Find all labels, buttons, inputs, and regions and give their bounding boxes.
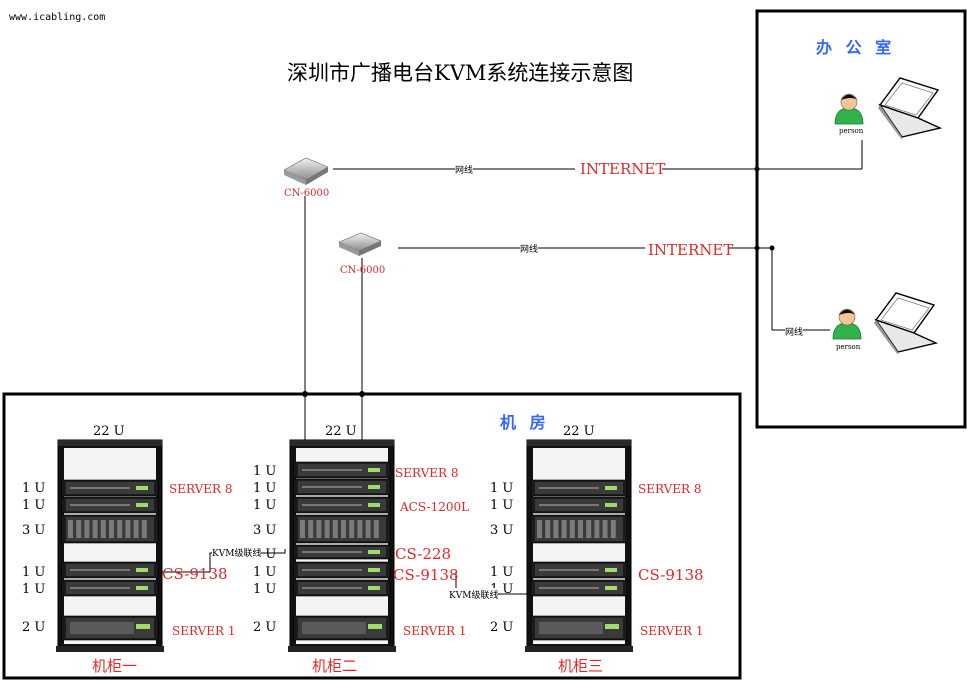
cabinet-1-device: CS-9138: [162, 565, 228, 583]
office-box: [755, 9, 967, 429]
cabinet-3-device: SERVER 1: [640, 624, 704, 638]
cascade-label-2: KVM级联线: [449, 588, 499, 601]
cabinet-2-device: CS-228: [395, 545, 452, 563]
rack-cabinet-1: [56, 439, 164, 652]
rack-device: [293, 579, 391, 597]
cabinet-1-device: SERVER 8: [169, 482, 233, 496]
rack-device: [530, 479, 628, 497]
cabinet-2-unit: 1 U: [253, 498, 277, 513]
cabinet-3-device: CS-9138: [638, 566, 704, 584]
rack-device: [530, 615, 628, 641]
cabinet-1-unit: 2 U: [22, 620, 46, 635]
cabinet-3-device: SERVER 8: [638, 482, 702, 496]
cabinet-3-unit: 1 U: [490, 498, 514, 513]
cabinet-2-unit: 1 U: [253, 464, 277, 479]
cabinet-1-unit: 1 U: [22, 481, 46, 496]
rack-device: [293, 478, 391, 496]
rack-device: [61, 514, 159, 544]
rack-device: [530, 514, 628, 544]
rack-device: [61, 496, 159, 514]
machine-room-box: [2, 392, 742, 680]
rack-device: [530, 579, 628, 597]
rack-device: [293, 496, 391, 514]
cable-label-3: 网线: [785, 325, 804, 338]
cabinet-3-unit: 3 U: [490, 523, 514, 538]
cabinet-3-unit: 1 U: [490, 481, 514, 496]
laptop-2: [874, 292, 939, 355]
cable-label-1: 网线: [455, 163, 474, 176]
person-figure-1: [834, 93, 864, 125]
cabinet-1-unit: 1 U: [22, 498, 46, 513]
person-label-1: person: [839, 127, 864, 135]
rack-device: [293, 544, 391, 560]
cabinet-1-unit: 3 U: [22, 523, 46, 538]
cabinet-2-unit: 3 U: [253, 523, 277, 538]
cabinet-2-name: 机柜二: [312, 657, 358, 675]
laptop-1: [878, 77, 943, 140]
cabinet-2-unit: 1 U: [253, 481, 277, 496]
cabinet-1-name: 机柜一: [92, 657, 138, 675]
person-figure-2: [832, 308, 862, 340]
office-label: 办 公 室: [816, 38, 896, 57]
diagram-title: 深圳市广播电台KVM系统连接示意图: [287, 61, 634, 85]
internet-label-2: INTERNET: [648, 241, 734, 259]
rack-device: [61, 615, 159, 641]
cabinet-3-unit: 2 U: [490, 620, 514, 635]
watermark-text: www.icabling.com: [9, 12, 106, 23]
cabinet-3-name: 机柜三: [558, 657, 604, 675]
rack-device: [530, 496, 628, 514]
switch-label-2: CN-6000: [340, 265, 386, 276]
rack-cabinet-2: [288, 439, 396, 652]
cabinet-1-unit: 1 U: [22, 565, 46, 580]
cabinet-1-unit: 1 U: [22, 582, 46, 597]
rack-device: [293, 561, 391, 579]
cable-label-2: 网线: [520, 242, 539, 255]
rack-device: [530, 561, 628, 579]
rack-device: [293, 514, 391, 544]
rack-device: [61, 479, 159, 497]
cabinet-1-height: 22 U: [93, 424, 125, 439]
cabinet-2-device: SERVER 8: [395, 466, 459, 480]
cabinet-2-height: 22 U: [325, 424, 357, 439]
rack-cabinet-3: [525, 439, 633, 652]
cascade-label-1: KVM级联线: [212, 546, 262, 559]
cabinet-3-unit: 1 U: [490, 565, 514, 580]
switch-device-2: [338, 232, 382, 256]
cascade-cable-1: [160, 549, 286, 573]
switch-device-1: [283, 157, 329, 185]
switch-label-1: CN-6000: [284, 188, 330, 199]
rack-device: [293, 615, 391, 641]
person-label-2: person: [836, 343, 861, 351]
internet-label-1: INTERNET: [580, 160, 666, 178]
cabinet-2-unit: 2 U: [253, 620, 277, 635]
rack-device: [61, 561, 159, 579]
cabinet-2-unit: 1 U: [253, 582, 277, 597]
cabinet-2-device: CS-9138: [393, 566, 459, 584]
cabinet-2-device: ACS-1200L: [400, 500, 470, 514]
machine-room-label: 机 房: [500, 413, 550, 432]
rack-device: [293, 461, 391, 479]
cabinet-3-height: 22 U: [563, 424, 595, 439]
cabinet-2-device: SERVER 1: [403, 624, 467, 638]
cabinet-2-unit: 1 U: [253, 565, 277, 580]
cabinet-1-device: SERVER 1: [172, 624, 236, 638]
rack-device: [61, 579, 159, 597]
racks-group: [56, 439, 633, 652]
